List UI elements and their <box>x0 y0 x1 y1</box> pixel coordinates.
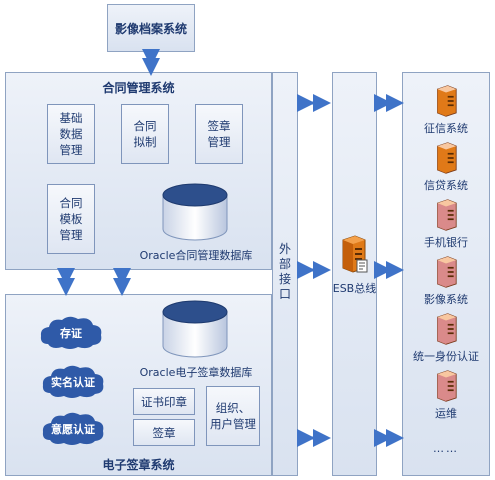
cloud-label-evidence: 存证 <box>60 327 82 340</box>
cloud-icon <box>40 316 102 349</box>
module-contract-draft: 合同 拟制 <box>121 104 169 164</box>
external-system-item: 统一身份认证 <box>402 312 490 364</box>
contract-database-label: Oracle合同管理数据库 <box>139 249 253 262</box>
module-basic-data: 基础 数据 管理 <box>47 104 95 164</box>
module-signature-mgmt: 签章 管理 <box>195 104 243 164</box>
external-system-item: 手机银行 <box>402 198 490 250</box>
server-icon <box>437 370 457 402</box>
external-system-label: 信贷系统 <box>424 179 468 192</box>
server-icon <box>437 85 457 117</box>
esign-system-title: 电子签章系统 <box>102 458 175 472</box>
external-system-label: 影像系统 <box>424 293 468 306</box>
server-icon <box>437 142 457 174</box>
contract-database-icon <box>162 183 228 241</box>
module-org-user: 组织、 用户管理 <box>206 386 260 446</box>
external-systems-ellipsis: …… <box>433 442 459 455</box>
server-icon <box>342 235 368 273</box>
external-system-label: 统一身份认证 <box>413 350 479 363</box>
contract-system-title: 合同管理系统 <box>102 81 175 95</box>
external-system-item: 信贷系统 <box>402 141 490 193</box>
esign-database-label: Oracle电子签章数据库 <box>139 366 253 379</box>
cloud-icon <box>42 365 104 398</box>
esb-label: ESB总线 <box>332 282 377 295</box>
cloud-label-realname: 实名认证 <box>51 376 95 389</box>
external-system-label: 手机银行 <box>424 236 468 249</box>
imaging-system-title: 影像档案系统 <box>114 21 187 36</box>
esign-database-icon <box>162 300 228 358</box>
external-system-label: 运维 <box>435 407 457 420</box>
external-interface-label: 外 部 接 口 <box>278 242 291 301</box>
external-system-item: 运维 <box>402 369 490 421</box>
cloud-label-intent: 意愿认证 <box>51 423 95 436</box>
server-icon <box>437 313 457 345</box>
server-icon <box>437 256 457 288</box>
module-sign: 签章 <box>133 419 195 446</box>
external-system-item: 征信系统 <box>402 84 490 136</box>
server-icon <box>437 199 457 231</box>
module-cert-seal: 证书印章 <box>133 388 195 415</box>
external-system-label: 征信系统 <box>424 122 468 135</box>
module-template-mgmt: 合同 模板 管理 <box>47 184 95 254</box>
cloud-icon <box>42 412 104 445</box>
imaging-system-box: 影像档案系统 <box>107 4 195 52</box>
external-system-item: 影像系统 <box>402 255 490 307</box>
